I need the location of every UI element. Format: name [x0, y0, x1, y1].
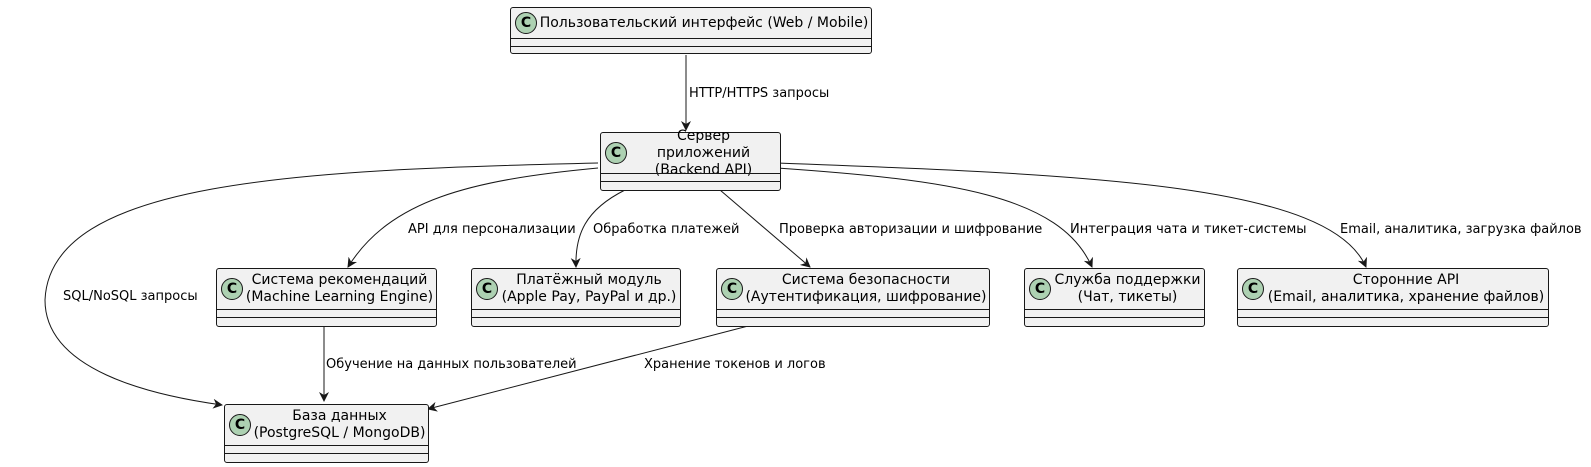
class-payment-module[interactable]: C Платёжный модуль (Apple Pay, PayPal и … [471, 268, 681, 327]
edge-label-server-support: Интеграция чата и тикет-системы [1070, 222, 1307, 237]
class-stereotype-icon: C [1029, 278, 1051, 300]
edge-server-support [776, 167, 1093, 268]
class-recommendation-system[interactable]: C Система рекомендаций (Machine Learning… [216, 268, 437, 327]
class-name: Пользовательский интерфейс (Web / Mobile… [539, 14, 869, 31]
class-name: Платёжный модуль (Apple Pay, PayPal и др… [501, 272, 677, 305]
class-stereotype-icon: C [515, 12, 537, 34]
edge-label-server-db: SQL/NoSQL запросы [63, 289, 198, 304]
edge-server-sec [719, 189, 811, 268]
edge-label-ui-server: HTTP/HTTPS запросы [689, 86, 829, 101]
edge-label-server-ext: Email, аналитика, загрузка файлов [1340, 222, 1582, 237]
class-security-system[interactable]: C Система безопасности (Аутентификация, … [716, 268, 990, 327]
class-application-server[interactable]: C Сервер приложений (Backend API) [600, 128, 781, 191]
edge-label-server-reco: API для персонализации [408, 222, 576, 237]
class-name: База данных (PostgreSQL / MongoDB) [253, 408, 426, 441]
class-support-service[interactable]: C Служба поддержки (Чат, тикеты) [1024, 268, 1205, 327]
edge-server-reco [347, 167, 599, 268]
class-name: Сервер приложений (Backend API) [654, 127, 753, 178]
class-stereotype-icon: C [229, 414, 251, 436]
edge-server-pay [570, 189, 626, 268]
edge-label-server-pay: Обработка платежей [593, 222, 739, 237]
class-stereotype-icon: C [605, 142, 627, 164]
edge-server-ext [776, 162, 1367, 268]
edge-label-reco-db: Обучение на данных пользователей [326, 357, 577, 372]
class-stereotype-icon: C [476, 278, 498, 300]
class-user-interface[interactable]: C Пользовательский интерфейс (Web / Mobi… [510, 7, 872, 54]
edge-label-server-sec: Проверка авторизации и шифрование [779, 222, 1042, 237]
class-name: Система безопасности (Аутентификация, ши… [745, 272, 987, 305]
class-database[interactable]: C База данных (PostgreSQL / MongoDB) [224, 404, 429, 463]
class-name: Сторонние API (Email, аналитика, хранени… [1267, 272, 1545, 305]
class-stereotype-icon: C [721, 278, 743, 300]
edge-sec-db [427, 324, 753, 412]
class-stereotype-icon: C [1242, 278, 1264, 300]
class-stereotype-icon: C [221, 278, 243, 300]
class-third-party-api[interactable]: C Сторонние API (Email, аналитика, хране… [1237, 268, 1549, 327]
class-name: Система рекомендаций (Machine Learning E… [245, 272, 434, 305]
edge-server-db [44, 162, 599, 409]
class-name: Служба поддержки (Чат, тикеты) [1054, 272, 1201, 305]
edge-label-sec-db: Хранение токенов и логов [644, 357, 826, 372]
